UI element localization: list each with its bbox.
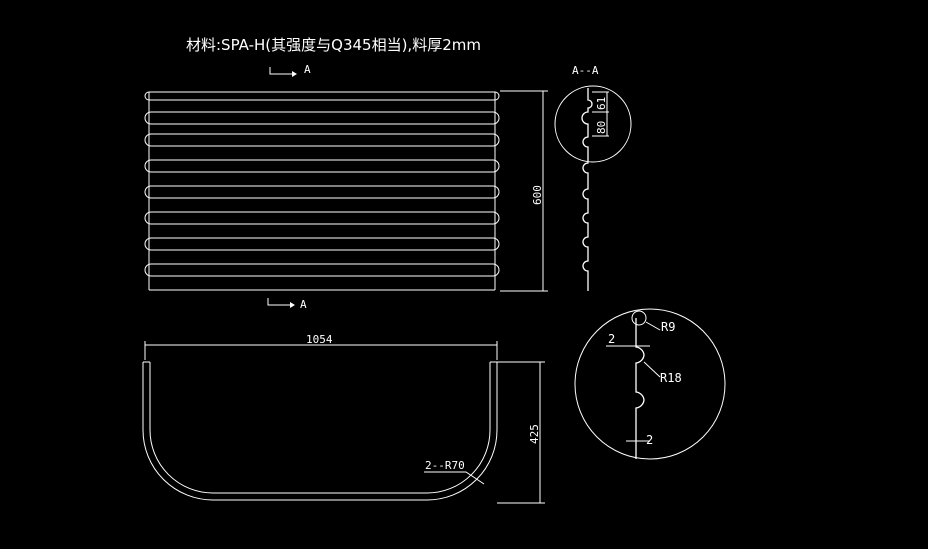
svg-text:A: A	[304, 63, 311, 76]
material-title: 材料:SPA-H(其强度与Q345相当),料厚2mm	[186, 36, 481, 54]
svg-text:600: 600	[531, 185, 544, 205]
corrugation-rib	[144, 111, 500, 125]
corrugation-rib	[144, 211, 500, 225]
svg-text:80: 80	[595, 121, 608, 134]
dimension-width: 1054	[306, 333, 333, 346]
section-marker-top: A	[269, 63, 311, 77]
corrugation-rib	[144, 185, 500, 199]
svg-text:A: A	[300, 298, 307, 311]
plan-view: 1054 425 2--R70	[142, 333, 545, 504]
dimension-thickness-top: 2	[608, 332, 615, 346]
dimension-r18: R18	[660, 371, 682, 385]
dimension-thickness-bottom: 2	[646, 433, 653, 447]
detail-view: R9 R18 2 2	[574, 308, 726, 460]
corrugation-rib	[144, 159, 500, 173]
corrugation-rib	[144, 263, 500, 277]
dimension-r9: R9	[661, 320, 675, 334]
corrugation-rib	[144, 237, 500, 251]
dimension-height: 600	[500, 90, 548, 292]
dimension-depth: 425	[528, 424, 541, 444]
corrugation-rib	[144, 91, 500, 101]
corrugation-rib	[144, 133, 500, 147]
corrugated-panel-view	[144, 91, 500, 291]
section-view-aa: A--A 61 80	[554, 64, 632, 291]
svg-text:A--A: A--A	[572, 64, 599, 77]
svg-text:61: 61	[595, 97, 608, 110]
section-marker-bottom: A	[267, 298, 307, 311]
dimension-corner-radius: 2--R70	[425, 459, 465, 472]
